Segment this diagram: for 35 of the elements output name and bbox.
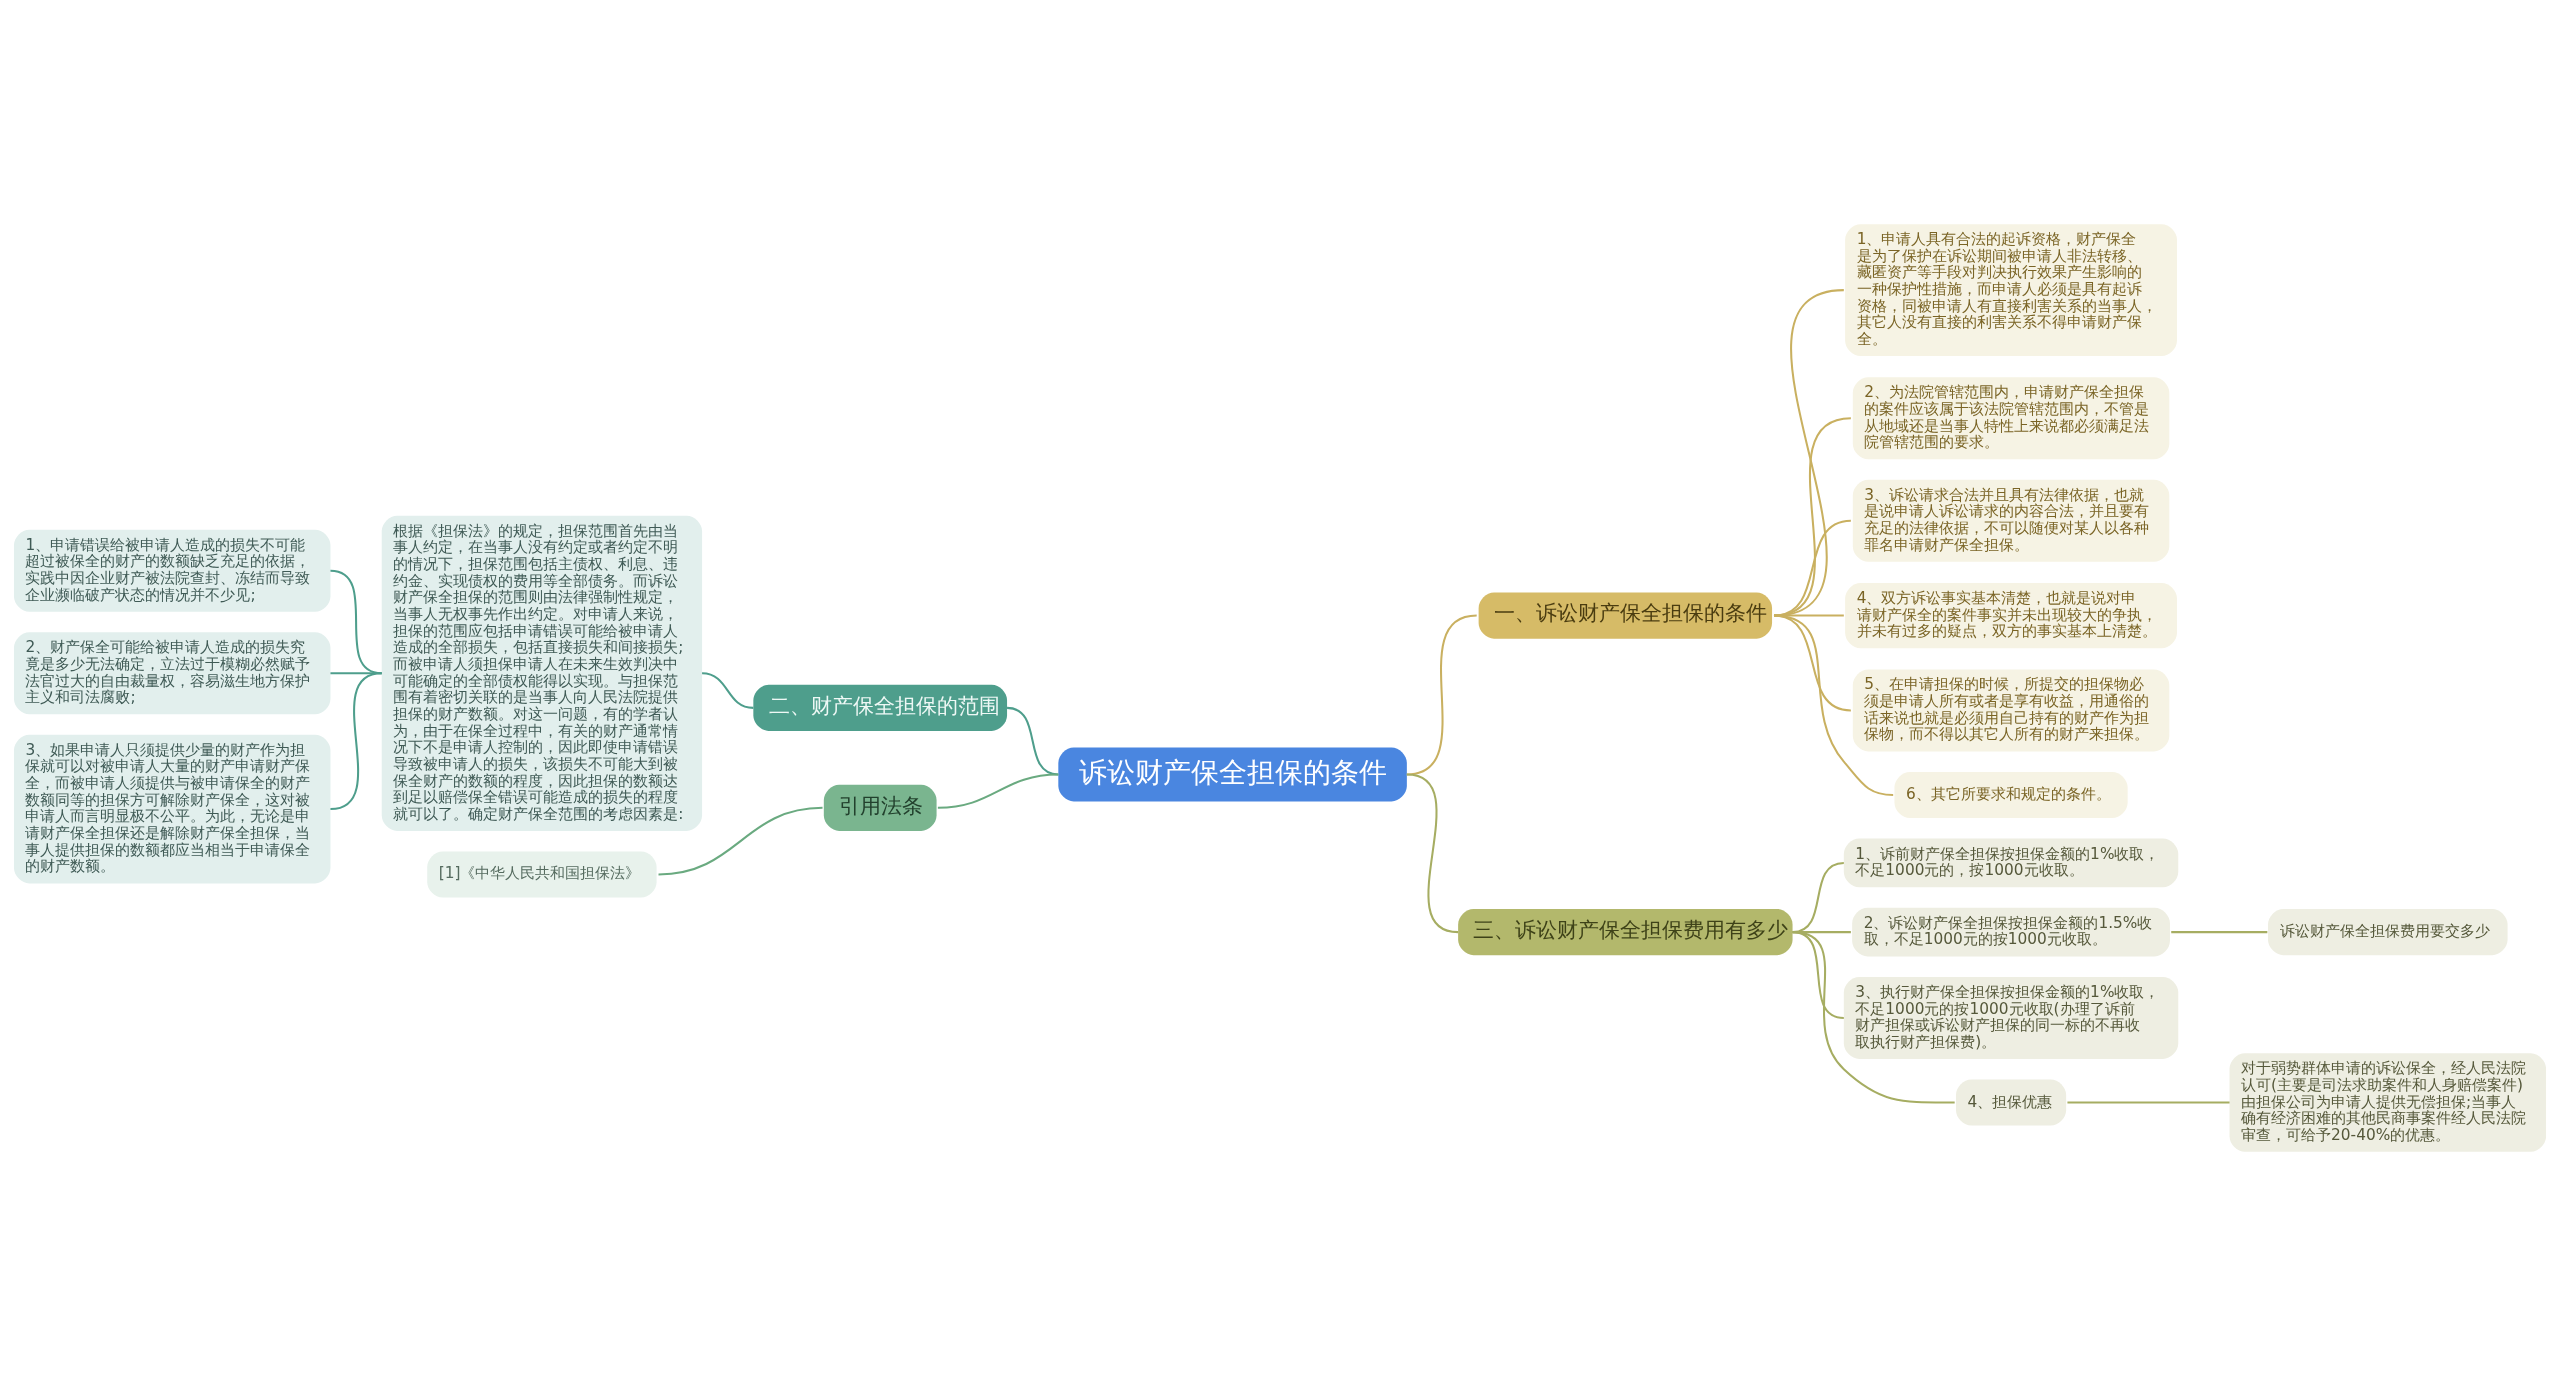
- node-box: 3、如果申请人只须提供少量的财产作为担保就可以对被申请人大量的财产申请财产保全，而被申请人须提供与被申请保全的财产数额同等的担保方可解除财产保全，这对被申请人而言明显极不公平。为此，无论是申请财产保全担保还是解除财产保全担保，当事人提供担保的数额都应当相当于申请保全的财产数额。: [13, 734, 331, 883]
- connector: [1406, 773, 1459, 933]
- node-box: 引用法条: [823, 784, 937, 831]
- node-box: 6、其它所要求和规定的条件。: [1894, 771, 2128, 818]
- connector: [658, 806, 823, 875]
- node-box: 2、为法院管辖范围内，申请财产保全担保的案件应该属于该法院管辖范围内，不管是从地域还是当事人特性上来说都必须满足法院管辖范围的要求。: [1852, 376, 2170, 459]
- connector: [701, 671, 754, 709]
- connector: [1006, 706, 1059, 775]
- connector: [1773, 614, 1894, 796]
- connector: [330, 671, 382, 810]
- connector: [1773, 416, 1852, 617]
- node-box: 5、在申请担保的时候，所提交的担保物必须是申请人所有或者是享有收益，用通俗的话来说也就是必须用自己持有的财产作为担保物，而不得以其它人所有的财产来担保。: [1852, 668, 2170, 751]
- node-box: 1、诉前财产保全担保按担保金额的1%收取，不足1000元的，按1000元收取。: [1843, 838, 2179, 887]
- node-box: 二、财产保全担保的范围: [753, 684, 1008, 731]
- node-box: 1、申请人具有合法的起诉资格，财产保全是为了保护在诉讼期间被申请人非法转移、藏匿资产等手段对判决执行效果产生影响的一种保护性措施，而申请人必须是具有起诉资格，同被申请人有直接利害关系的当事人，其它人没有直接的利害关系不得申请财产保全。: [1845, 223, 2177, 356]
- node-box: 3、执行财产保全担保按担保金额的1%收取，不足1000元的按1000元收取(办理了诉前财产担保或诉讼财产担保的同一标的不再收取执行财产担保费)。: [1843, 976, 2179, 1059]
- node-box: 三、诉讼财产保全担保费用有多少: [1458, 908, 1793, 955]
- node-box: 4、担保优惠: [1955, 1078, 2067, 1126]
- connector: [1773, 519, 1852, 617]
- connector: [2171, 930, 2268, 933]
- node-box: 诉讼财产保全担保的条件: [1058, 747, 1407, 801]
- node-box: 根据《担保法》的规定，担保范围首先由当事人约定，在当事人没有约定或者约定不明的情况下，担保范围包括主债权、利息、违约金、实现债权的费用等全部债务。而诉讼财产保全担保的范围则由法律强制性规定，当事人无权事先作出约定。对申请人来说，担保的范围应包括申请错误可能给被申请人造成的全部损失，包括直接损失和间接损失;而被申请人须担保申请人在未来生效判决中可能确定的全部债权能得以实现。与担保范围有着密切关联的是当事人向人民法院提供担保的财产数额。对这一问题，有的学者认为，由于在保全过程中，有关的财产通常情况下不是申请人控制的，因此即使申请错误导致被申请人的损失，该损失不可能大到被保全财产的数额的程度，因此担保的数额达到足以赔偿保全错误可能造成的损失的程度就可以了。确定财产保全范围的考虑因素是:: [381, 515, 703, 831]
- node-box: 诉讼财产保全担保费用要交多少: [2268, 908, 2508, 955]
- node-box: 1、申请错误给被申请人造成的损失不可能超过被保全的财产的数额缺乏充足的依据，实践中因企业财产被法院查封、冻结而导致企业濒临破产状态的情况并不少见;: [13, 529, 331, 612]
- node-box: 一、诉讼财产保全担保的条件: [1478, 592, 1773, 639]
- connector: [2067, 1101, 2230, 1104]
- node-box: 2、财产保全可能给被申请人造成的损失究竟是多少无法确定，立法过于模糊必然赋予法官过大的自由裁量权，容易滋生地方保护主义和司法腐败;: [13, 631, 331, 714]
- node-box: 4、双方诉讼事实基本清楚，也就是说对申请财产保全的案件事实并未出现较大的争执，并未有过多的疑点，双方的事实基本上清楚。: [1845, 582, 2177, 648]
- node-box: 对于弱势群体申请的诉讼保全，经人民法院认可(主要是司法求助案件和人身赔偿案件)由担保公司为申请人提供无偿担保;当事人确有经济困难的其他民商事案件经人民法院审查，可给予20-40%的优惠。: [2229, 1052, 2547, 1152]
- connector: [937, 772, 1059, 809]
- connector: [1406, 614, 1477, 775]
- node-box: 3、诉讼请求合法并且具有法律依据，也就是说申请人诉讼请求的内容合法，并且要有充足的法律依据，不可以随便对某人以各种罪名申请财产保全担保。: [1852, 479, 2170, 562]
- node-box: 2、诉讼财产保全担保按担保金额的1.5%收取，不足1000元的按1000元收取。: [1852, 907, 2170, 956]
- connector: [1792, 930, 1955, 1104]
- node-box: [1]《中华人民共和国担保法》: [427, 850, 657, 897]
